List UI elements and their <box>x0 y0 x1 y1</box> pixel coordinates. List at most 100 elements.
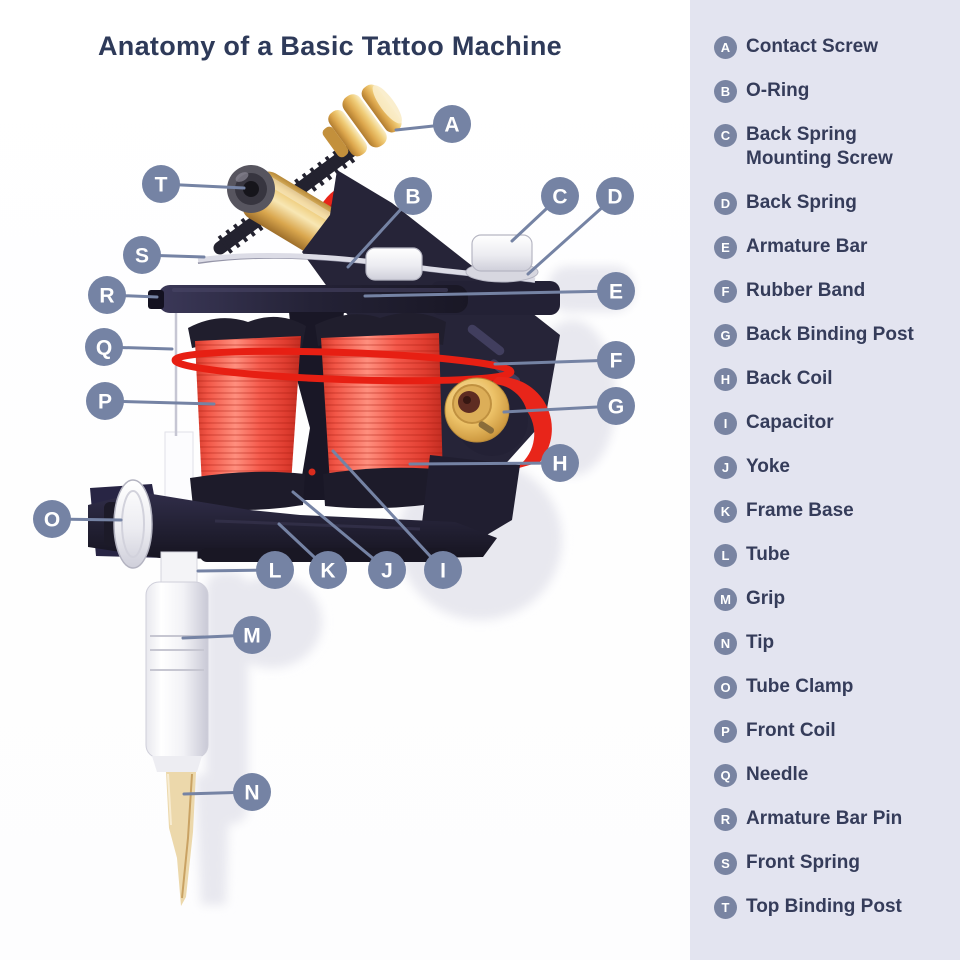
legend-letter-badge-f: F <box>714 279 737 303</box>
legend-label-f: Rubber Band <box>746 280 866 301</box>
diagram-badge-letter-k: K <box>320 560 335 583</box>
diagram-badge-k <box>309 551 347 589</box>
legend-letter-badge-b: B <box>714 79 737 103</box>
legend-label-r: Armature Bar Pin <box>746 808 903 829</box>
diagram-badge-letter-j: J <box>381 560 393 583</box>
diagram-badge-b <box>394 177 432 215</box>
diagram-badge-letter-n: N <box>244 782 259 805</box>
legend-letter-badge-a: A <box>714 35 737 59</box>
legend-label-a: Contact Screw <box>746 36 878 57</box>
diagram-badge-t <box>142 165 180 203</box>
diagram-badge-f <box>597 341 635 379</box>
legend-letter-badge-s: S <box>714 851 737 875</box>
legend-letter-badge-l: L <box>714 543 737 567</box>
leader-line-d <box>526 194 617 276</box>
legend-letter-badge-i: I <box>714 411 737 435</box>
diagram-badge-letter-i: I <box>440 560 446 583</box>
legend-letter-badge-j: J <box>714 455 737 479</box>
diagram-badge-letter-g: G <box>608 396 624 419</box>
diagram-badge-o <box>33 500 71 538</box>
diagram-badge-j <box>368 551 406 589</box>
legend-label-k: Frame Base <box>746 500 854 521</box>
diagram-badge-p <box>86 382 124 420</box>
legend-letter-badge-r: R <box>714 807 737 831</box>
back-coil-illustration <box>321 333 448 509</box>
diagram-badge-r <box>88 276 126 314</box>
diagram-badge-s <box>123 236 161 274</box>
diagram-badge-m <box>233 616 271 654</box>
grip-illustration <box>145 581 209 772</box>
diagram-badge-letter-r: R <box>99 285 114 308</box>
legend-label-o: Tube Clamp <box>746 676 854 697</box>
diagram-badge-l <box>256 551 294 589</box>
front-coil-illustration <box>190 336 305 511</box>
tube-illustration <box>160 551 198 587</box>
diagram-badge-i <box>424 551 462 589</box>
legend-row-e: E Armature Bar <box>714 235 946 259</box>
leader-line-f <box>493 358 618 366</box>
legend-letter-badge-n: N <box>714 631 737 655</box>
legend-label-h: Back Coil <box>746 368 833 389</box>
legend-label-i: Capacitor <box>746 412 834 433</box>
tube-grip-tip-illustration <box>145 551 209 906</box>
capacitor-illustration <box>308 468 316 476</box>
leader-line-i <box>331 449 445 572</box>
diagram-badge-a <box>433 105 471 143</box>
diagram-badge-n <box>233 773 271 811</box>
diagram-badge-q <box>85 328 123 366</box>
armature-bar-pin-illustration <box>148 290 164 309</box>
diagram-badge-letter-d: D <box>607 186 622 209</box>
legend-row-r: R Armature Bar Pin <box>714 807 946 831</box>
legend-row-f: F Rubber Band <box>714 279 946 303</box>
legend-row-k: K Frame Base <box>714 499 946 523</box>
back-binding-post-illustration <box>444 376 552 470</box>
coils-illustration <box>188 312 448 511</box>
legend-letter-badge-e: E <box>714 235 737 259</box>
legend-letter-badge-t: T <box>714 895 737 919</box>
diagram-badge-h <box>541 444 579 482</box>
legend-label-n: Tip <box>746 632 775 653</box>
diagram-badge-letter-l: L <box>269 560 282 583</box>
rubber-band-illustration <box>171 347 515 385</box>
legend-row-a: A Contact Screw <box>714 35 946 59</box>
diagram-badge-letter-a: A <box>444 114 459 137</box>
diagram-badge-letter-e: E <box>609 281 623 304</box>
tube-clamp-illustration <box>113 479 153 569</box>
diagram-badge-letter-m: M <box>243 625 261 648</box>
page-title: Anatomy of a Basic Tattoo Machine <box>98 31 562 61</box>
diagram-badge-letter-o: O <box>44 509 60 532</box>
legend-label-s: Front Spring <box>746 852 860 873</box>
legend-label-p: Front Coil <box>746 720 836 741</box>
mounting-screws-illustration <box>365 234 539 283</box>
legend-letter-badge-k: K <box>714 499 737 523</box>
diagram-badge-letter-c: C <box>552 186 567 209</box>
legend-letter-badge-d: D <box>714 191 737 215</box>
legend-label-m: Grip <box>746 588 786 609</box>
diagram-badge-letter-q: Q <box>96 337 112 360</box>
armature-bar-illustration <box>148 281 560 315</box>
diagram-badge-c <box>541 177 579 215</box>
legend-label-c: Back Spring Mounting Screw <box>746 124 893 169</box>
legend-letter-badge-h: H <box>714 367 737 391</box>
legend-label-j: Yoke <box>746 456 791 477</box>
legend-row-n: N Tip <box>714 631 946 655</box>
diagram-badge-g <box>597 387 635 425</box>
legend-row-h: H Back Coil <box>714 367 946 391</box>
legend-label-e: Armature Bar <box>746 236 868 257</box>
diagram-badge-d <box>596 177 634 215</box>
tip-illustration <box>166 772 196 906</box>
